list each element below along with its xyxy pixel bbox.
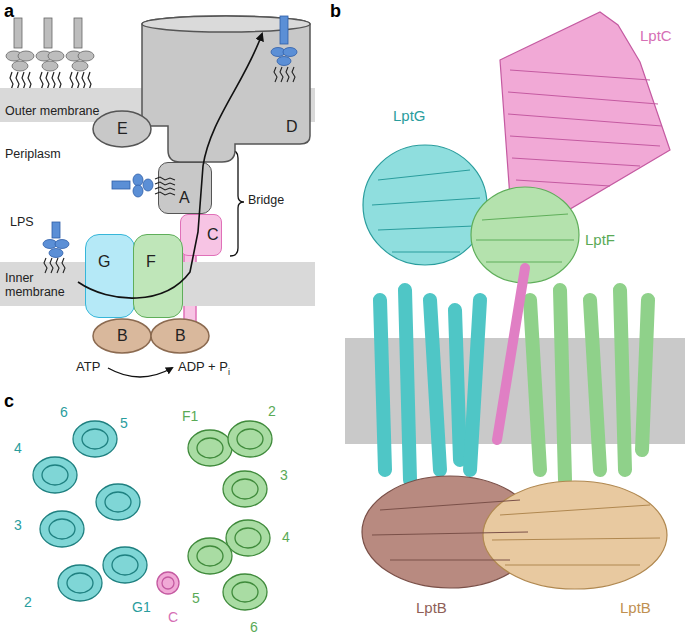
figure-label: 4 — [14, 441, 22, 456]
figure-label: ADP + P — [178, 360, 228, 374]
figure-label: LptB — [620, 600, 651, 617]
helix-discs — [33, 421, 272, 610]
protein-shape: B — [92, 318, 152, 354]
protein-shape: F — [133, 234, 183, 318]
figure-label: Bridge — [248, 194, 284, 208]
figure-label: G1 — [132, 600, 151, 615]
figure-label: ATP — [76, 360, 100, 374]
protein-letter: A — [179, 189, 190, 207]
figure-label: 6 — [60, 405, 68, 420]
protein-shape: B — [150, 318, 210, 354]
lps-glyphs — [6, 18, 94, 71]
figure-label: C — [168, 610, 178, 625]
figure-label: LptF — [585, 232, 615, 249]
figure-label: LptC — [640, 28, 672, 45]
figure-label: 5 — [120, 416, 128, 431]
membrane-label: Inner membrane — [5, 272, 75, 300]
subscript: i — [228, 368, 230, 378]
shape-outline — [140, 14, 312, 164]
figure-label: LPS — [10, 216, 34, 230]
panel-letter: b — [330, 2, 341, 22]
protein-letter: D — [286, 118, 298, 136]
figure-label: 4 — [282, 530, 290, 545]
protein-shape: A — [158, 162, 212, 214]
membrane-label: Outer membrane — [5, 105, 115, 119]
figure-label: 3 — [14, 518, 22, 533]
panel-letter: c — [4, 392, 14, 412]
protein-letter: B — [175, 327, 186, 345]
protein-shape: E — [92, 110, 152, 148]
protein-letter: C — [207, 226, 219, 244]
protein-letter: B — [117, 327, 128, 345]
figure-label: 5 — [192, 591, 200, 606]
figure-label: Periplasm — [5, 148, 61, 162]
panel-letter: a — [4, 2, 14, 22]
protein-letter: E — [117, 120, 128, 138]
figure-label: 6 — [250, 620, 258, 635]
figure-label: 2 — [24, 595, 32, 610]
protein-shape: D — [140, 14, 312, 164]
figure-label: F1 — [182, 409, 198, 424]
figure-label: LptB — [416, 600, 447, 617]
figure-label: 2 — [268, 404, 276, 419]
figure-label: LptG — [393, 108, 426, 125]
protein-letter: F — [146, 253, 156, 271]
protein-letter: G — [98, 253, 110, 271]
protein-shape: C — [180, 214, 222, 256]
protein-shape: G — [85, 234, 135, 318]
figure-label: 3 — [280, 468, 288, 483]
